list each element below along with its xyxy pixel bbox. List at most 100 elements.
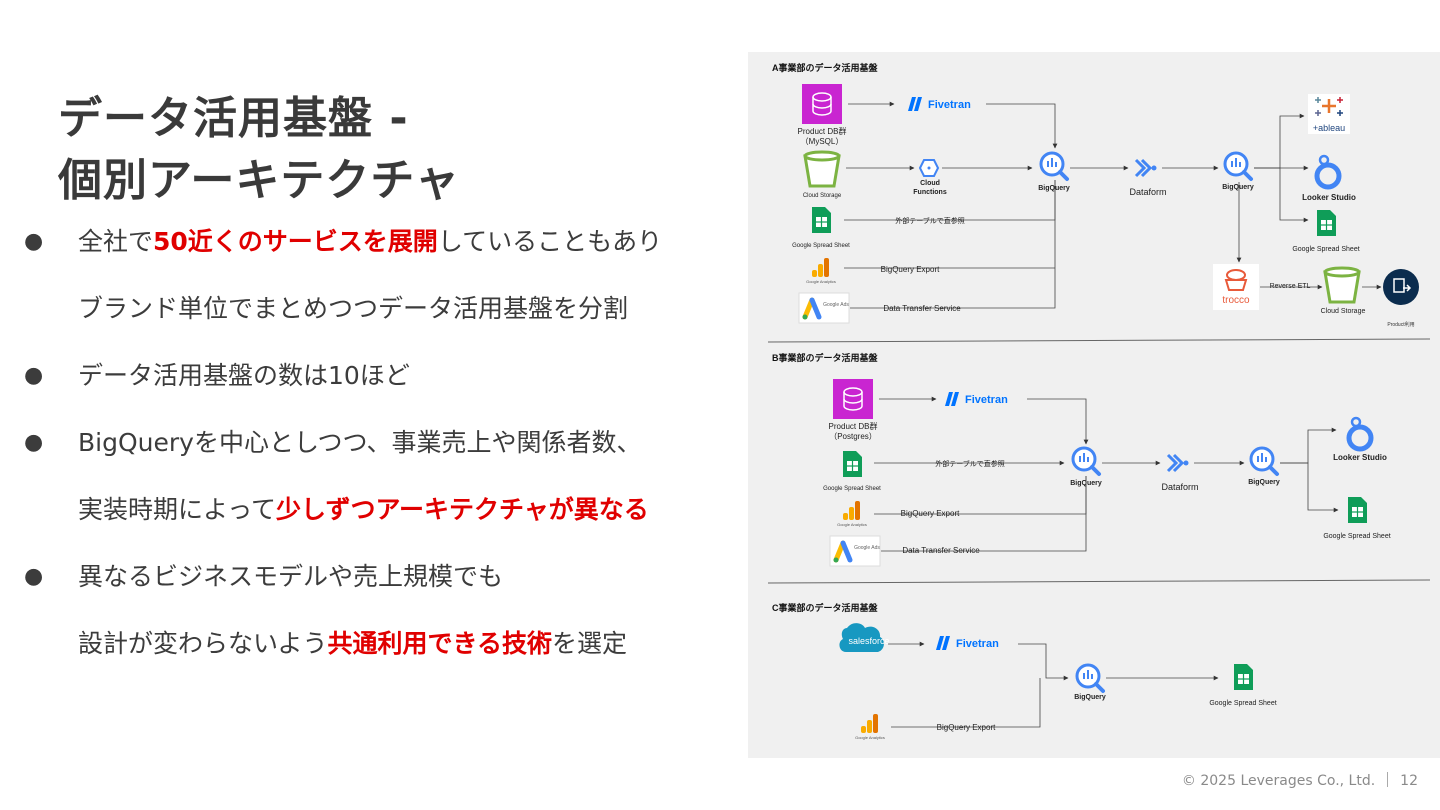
- b-bq-export-label: BigQuery Export: [901, 509, 960, 518]
- bullet-text: 全社で: [78, 227, 154, 256]
- a-sheet-label: Google Spread Sheet: [792, 243, 850, 249]
- google-analytics-icon: [861, 714, 878, 733]
- dataform-icon: [1166, 453, 1190, 473]
- b-postgres-label: （Postgres）: [829, 432, 877, 441]
- footer-separator: [1387, 772, 1389, 787]
- google-analytics-icon: [812, 258, 829, 277]
- c-sheet-label: Google Spread Sheet: [1209, 700, 1276, 707]
- bullet-text: BigQueryを中心としつつ、事業売上や関係者数、: [78, 428, 642, 457]
- bullet-dot: ●: [24, 430, 44, 455]
- slide-title: データ活用基盤 - 個別アーキテクチャ: [58, 88, 460, 212]
- product-app-icon: [1383, 269, 1419, 305]
- c-bigquery-label: BigQuery: [1074, 694, 1106, 701]
- bullet-line: 実装時期によって少しずつアーキテクチャが異なる: [24, 476, 744, 543]
- bullet-line: ● データ活用基盤の数は10ほど: [24, 342, 744, 409]
- sheets-icon: [842, 450, 863, 478]
- a-fivetran-label: Fivetran: [928, 99, 971, 111]
- b-fivetran-label: Fivetran: [965, 394, 1008, 406]
- a-tableau-label: +ableau: [1313, 123, 1345, 133]
- bullet-text: 設計が変わらないよう: [78, 629, 328, 658]
- bullet-text: していることもあり: [437, 227, 663, 256]
- a-section-title: A事業部のデータ活用基盤: [772, 62, 879, 73]
- highlight-text: 50近くのサービスを展開: [153, 227, 438, 256]
- title-line-1: データ活用基盤 -: [58, 93, 409, 144]
- a-cloud-storage-label: Cloud Storage: [803, 193, 842, 199]
- b-gads-label: Google Ads: [854, 545, 880, 551]
- sheets-icon: [1316, 209, 1337, 237]
- bullet-line: ● BigQueryを中心としつつ、事業売上や関係者数、: [24, 409, 744, 476]
- b-dataform-label: Dataform: [1161, 482, 1198, 492]
- bigquery-icon: [1075, 663, 1105, 693]
- page-number: 12: [1400, 773, 1418, 789]
- dataform-icon: [1134, 158, 1158, 178]
- a-trocco-label: trocco: [1222, 295, 1250, 306]
- b-external-table-label: 外部テーブルで直参照: [935, 459, 1005, 468]
- b-sheet-label: Google Spread Sheet: [823, 486, 881, 492]
- b-product-db-label: Product DB群: [829, 421, 878, 431]
- c-salesforce-label: salesforce: [848, 636, 889, 646]
- a-cloud-storage-out-label: Cloud Storage: [1321, 308, 1366, 315]
- looker-studio-icon: [1349, 418, 1371, 449]
- c-ga-label: Google Analytics: [855, 735, 885, 740]
- bigquery-icon: [1039, 151, 1069, 181]
- architecture-diagram: A事業部のデータ活用基盤 Product DB群 （MySQL） Cloud S…: [748, 52, 1440, 758]
- c-bq-export-label: BigQuery Export: [937, 723, 996, 732]
- fivetran-icon: [945, 392, 959, 406]
- bullet-list: ● 全社で50近くのサービスを展開していることもありブランド単位でまとめつつデータ…: [24, 208, 744, 677]
- cloud-storage-icon: [1323, 266, 1361, 304]
- google-analytics-icon: [843, 501, 860, 520]
- a-mysql-label: （MySQL）: [801, 137, 844, 146]
- bullet-text: 実装時期によって: [78, 495, 277, 524]
- highlight-text: 共通利用できる技術: [327, 629, 553, 658]
- a-gads-label: Google Ads: [823, 302, 849, 308]
- rds-icon: [801, 83, 843, 125]
- bigquery-icon: [1223, 151, 1253, 181]
- b-connectors: [874, 396, 1339, 552]
- a-data-transfer-label: Data Transfer Service: [883, 304, 961, 313]
- a-looker-label: Looker Studio: [1302, 193, 1356, 202]
- a-bq-export-label: BigQuery Export: [881, 265, 940, 274]
- bullet-text: を選定: [552, 629, 628, 658]
- highlight-text: 少しずつアーキテクチャが異なる: [276, 495, 649, 524]
- bullet-dot: ●: [24, 229, 44, 254]
- copyright: © 2025 Leverages Co., Ltd.: [1181, 773, 1376, 789]
- cloud-storage-icon: [803, 150, 841, 188]
- salesforce-icon: [839, 623, 884, 652]
- fivetran-icon: [936, 636, 950, 650]
- c-section-title: C事業部のデータ活用基盤: [772, 602, 879, 613]
- bigquery-icon: [1071, 446, 1101, 476]
- section-divider: [767, 579, 1431, 584]
- sheets-icon: [1233, 663, 1254, 691]
- bullet-line: ● 全社で50近くのサービスを展開していることもあり: [24, 208, 744, 275]
- bullet-text: 異なるビジネスモデルや売上規模でも: [78, 562, 504, 591]
- google-ads-icon: [830, 536, 880, 566]
- looker-studio-icon: [1317, 156, 1339, 187]
- b-ga-label: Google Analytics: [837, 522, 867, 527]
- a-reverse-etl-label: Reverse ETL: [1270, 283, 1311, 290]
- bullet-text: データ活用基盤の数は10ほど: [78, 361, 410, 390]
- bigquery-icon: [1249, 446, 1279, 476]
- a-cloud-functions-label-1: Cloud: [920, 180, 940, 187]
- footer: © 2025 Leverages Co., Ltd. 12: [1182, 772, 1418, 789]
- a-dataform-label: Dataform: [1129, 187, 1166, 197]
- a-product-use-label: Product利用: [1387, 321, 1414, 328]
- bullet-line: 設計が変わらないよう共通利用できる技術を選定: [24, 610, 744, 677]
- bullet-dot: ●: [24, 363, 44, 388]
- b-section-title: B事業部のデータ活用基盤: [772, 352, 879, 363]
- b-data-transfer-label: Data Transfer Service: [902, 546, 980, 555]
- title-line-2: 個別アーキテクチャ: [58, 155, 460, 206]
- cloud-functions-icon: [918, 159, 940, 177]
- google-ads-icon: [799, 293, 849, 323]
- c-connectors: [888, 641, 1219, 728]
- bullet-line: ブランド単位でまとめつつデータ活用基盤を分割: [24, 275, 744, 342]
- a-cloud-functions-label-2: Functions: [913, 189, 947, 196]
- b-sheet-out-label: Google Spread Sheet: [1323, 533, 1390, 540]
- fivetran-icon: [908, 97, 922, 111]
- a-ga-label: Google Analytics: [806, 279, 836, 284]
- rds-icon: [832, 378, 874, 420]
- b-looker-label: Looker Studio: [1333, 453, 1387, 462]
- bullet-line: ● 異なるビジネスモデルや売上規模でも: [24, 543, 744, 610]
- a-bigquery-label-1: BigQuery: [1038, 185, 1070, 192]
- bullet-text: ブランド単位でまとめつつデータ活用基盤を分割: [78, 294, 629, 323]
- bullet-dot: ●: [24, 564, 44, 589]
